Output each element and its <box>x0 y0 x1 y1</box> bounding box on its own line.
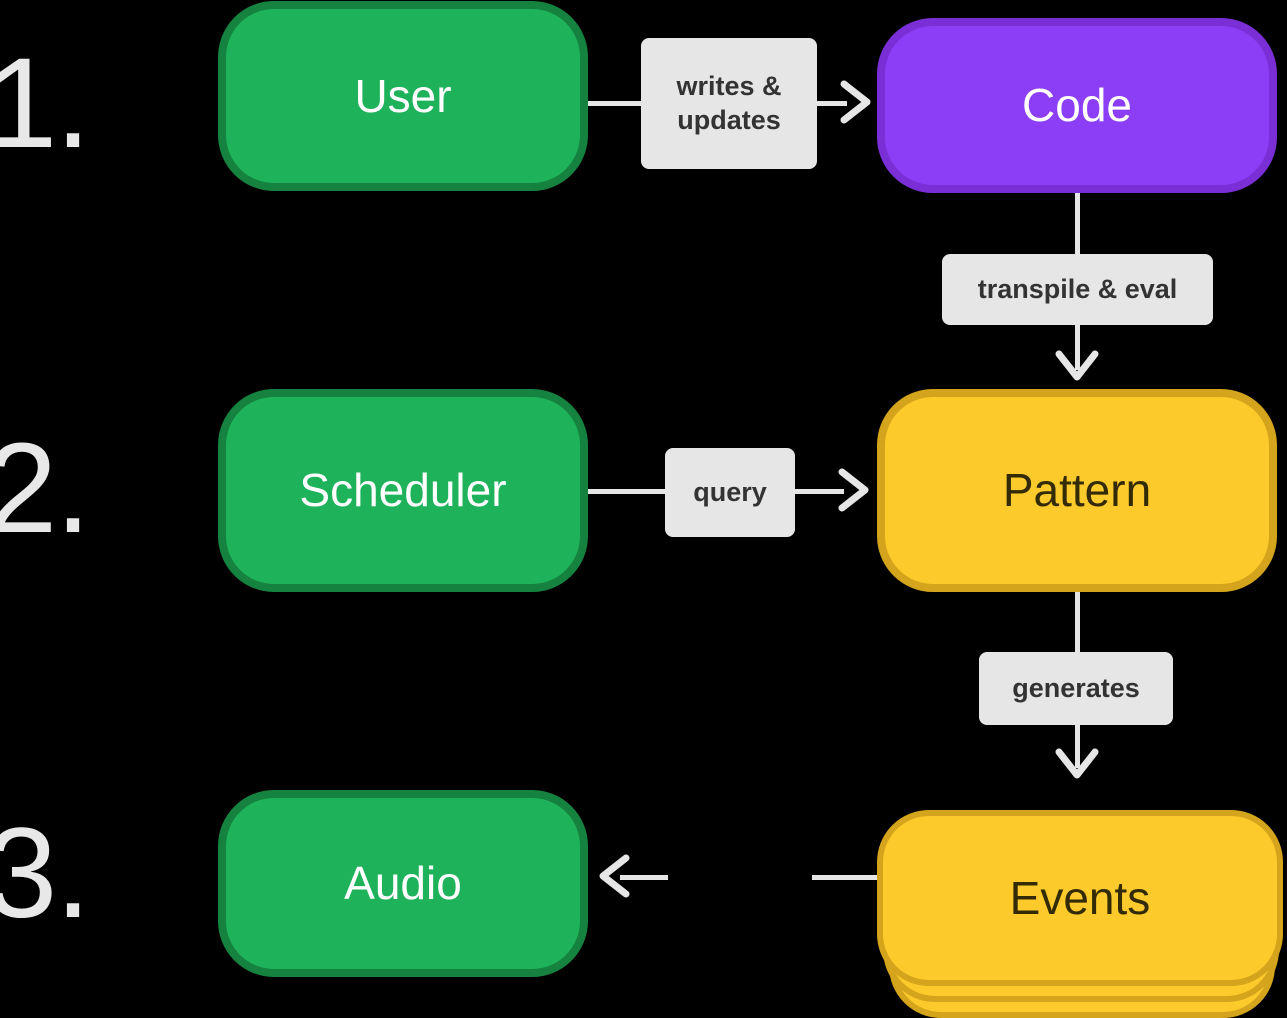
edge-line-scheduler-pattern-right <box>792 489 844 494</box>
edge-line-user-code-left <box>588 101 658 106</box>
arrow-head-user-code <box>838 79 878 125</box>
edge-label-writes-updates: writes & updates <box>641 38 817 169</box>
arrow-head-scheduler-pattern <box>836 467 876 513</box>
arrow-head-pattern-events <box>1054 746 1100 786</box>
edge-line-code-pattern-top <box>1075 193 1080 255</box>
node-user-label: User <box>354 69 452 122</box>
edge-line-pattern-events-top <box>1075 592 1080 652</box>
node-audio-label: Audio <box>344 857 462 910</box>
edge-label-transpile-eval: transpile & eval <box>942 254 1213 325</box>
edge-label-generates: generates <box>979 652 1173 725</box>
edge-label-query: query <box>665 448 795 537</box>
edge-line-events-audio-right <box>812 875 897 880</box>
arrow-head-events-audio <box>592 853 632 899</box>
node-user[interactable]: User <box>218 1 588 191</box>
node-code-label: Code <box>1022 79 1132 132</box>
node-scheduler-label: Scheduler <box>299 464 507 517</box>
node-pattern[interactable]: Pattern <box>877 389 1277 592</box>
edge-line-code-pattern-bottom <box>1075 324 1080 370</box>
node-audio[interactable]: Audio <box>218 790 588 977</box>
node-pattern-label: Pattern <box>1002 464 1152 517</box>
edge-line-events-audio-left <box>620 875 668 880</box>
step-number-3: 3. <box>0 802 91 945</box>
node-scheduler[interactable]: Scheduler <box>218 389 588 592</box>
step-number-1: 1. <box>0 32 91 175</box>
edge-line-pattern-events-bottom <box>1075 724 1080 768</box>
node-events-card-front: Events <box>877 810 1283 986</box>
arrow-head-code-pattern <box>1054 348 1100 388</box>
node-events[interactable]: Events <box>877 782 1287 1018</box>
node-events-label: Events <box>1009 872 1151 924</box>
step-number-2: 2. <box>0 417 91 560</box>
edge-line-scheduler-pattern-left <box>588 489 668 494</box>
edge-line-user-code-right <box>805 101 847 106</box>
node-code[interactable]: Code <box>877 18 1277 193</box>
